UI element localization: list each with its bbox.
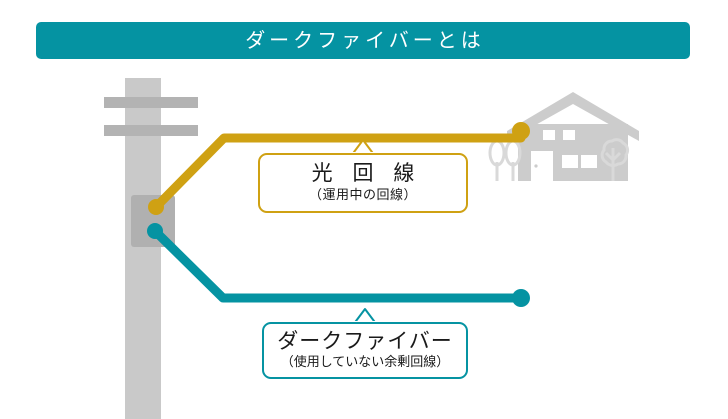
optical-line-pole-node <box>148 199 164 215</box>
callout-dark-fiber: ダークファイバー （使用していない余剰回線） <box>262 322 468 379</box>
tree-right-branch-a <box>604 151 615 162</box>
tree-right-branch-b <box>611 151 622 162</box>
utility-pole <box>104 78 198 419</box>
trees-left <box>488 139 522 181</box>
callout-optical-subtitle: （運用中の回線） <box>308 187 417 203</box>
house-door <box>531 151 553 181</box>
house-window-upper-left <box>543 130 555 140</box>
optical-line <box>148 122 530 215</box>
tree-left-a-crown <box>488 139 506 167</box>
house-roof <box>507 92 639 141</box>
callout-dark-fiber-subtitle: （使用していない余剰回線） <box>280 354 450 370</box>
tree-left-b-crown <box>504 139 522 167</box>
optical-line-path <box>151 133 526 212</box>
page-title: ダークファイバーとは <box>245 29 485 52</box>
house-window-upper-right <box>563 130 575 140</box>
optical-line-house-node <box>512 122 530 140</box>
dark-fiber-open-node <box>512 289 530 307</box>
dark-fiber-line <box>147 223 530 307</box>
tree-right <box>600 138 630 181</box>
house-window-lower-right <box>581 155 597 168</box>
dark-fiber-line-path <box>150 226 526 303</box>
tree-right-crown <box>600 138 630 167</box>
dark-fiber-pole-node <box>147 223 163 239</box>
pole-crossarm-upper <box>104 97 198 108</box>
callout-optical-line: 光 回 線 （運用中の回線） <box>258 153 468 213</box>
page-title-bar: ダークファイバーとは <box>36 22 690 59</box>
pole-crossarm-lower <box>104 125 198 136</box>
house-door-knob <box>534 164 538 168</box>
house-window-lower-left <box>562 155 578 168</box>
house <box>507 92 639 181</box>
callout-dark-fiber-title: ダークファイバー <box>277 330 453 354</box>
callout-optical-title: 光 回 線 <box>311 162 422 186</box>
